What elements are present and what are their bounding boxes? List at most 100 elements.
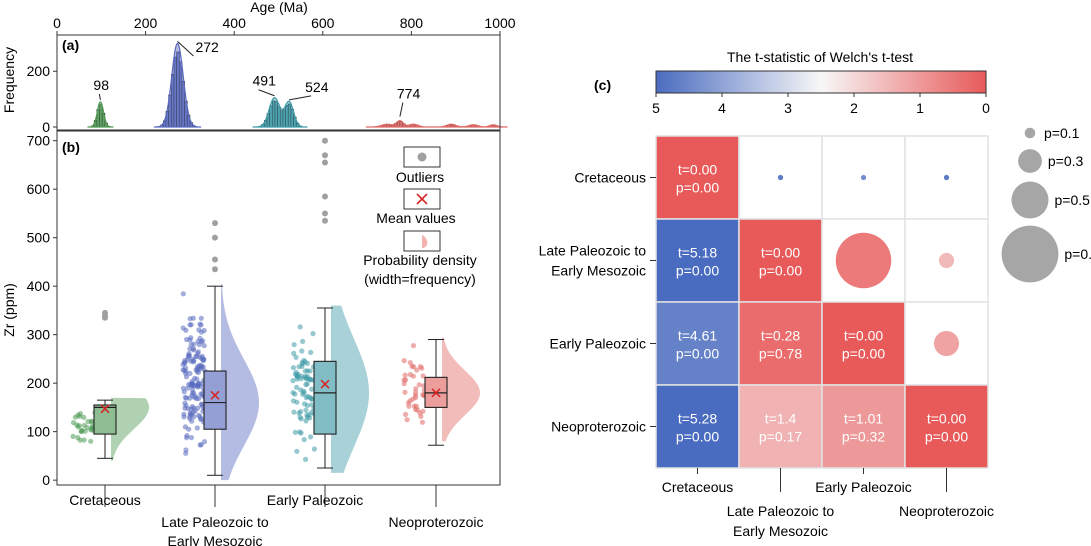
data-point [183, 447, 189, 453]
density-violin [111, 397, 149, 461]
col-label-line: Early Mesozoic [733, 523, 828, 539]
cell-p-prefix: p= [759, 429, 775, 445]
cell-t-prefix: t= [678, 162, 690, 178]
category-label-line: Neoproterozoic [389, 514, 484, 530]
col-label: Early Paleozoic [815, 479, 912, 495]
data-point [199, 355, 205, 362]
group-early_paleozoic [290, 137, 369, 473]
data-point [198, 416, 204, 422]
cell-t-value: t=0.00 [761, 245, 801, 261]
data-point [304, 412, 310, 418]
heatmap-cell [738, 384, 823, 469]
legend-outliers-label: Outliers [396, 169, 444, 185]
mean-marker [431, 388, 441, 398]
data-point [412, 395, 419, 401]
data-point [290, 398, 297, 404]
data-point [303, 376, 310, 382]
peak-label: 272 [195, 39, 219, 55]
heatmap-cell [821, 384, 906, 469]
row-label: Cretaceous [574, 170, 646, 186]
data-point [196, 327, 202, 333]
density-violin [331, 305, 369, 473]
peak-label: 491 [253, 73, 277, 89]
data-point [410, 343, 417, 349]
size-legend-label: p=0.3 [1048, 153, 1084, 169]
data-point [303, 395, 309, 401]
panel-b-legend: Outliers Mean values Probability density… [363, 146, 477, 287]
data-point [184, 336, 190, 343]
cell-t-number: 1.01 [856, 411, 883, 427]
data-point [401, 381, 407, 387]
category-label: Cretaceous [69, 492, 141, 508]
p-value-circle [933, 330, 960, 357]
data-point [310, 331, 316, 337]
cell-t-value: t=1.01 [844, 411, 884, 427]
cell-p-value: p=0.00 [925, 429, 968, 445]
heatmap-cell [738, 218, 823, 303]
data-point [70, 420, 77, 426]
cell-p-prefix: p= [676, 180, 692, 196]
legend-mean-label: Mean values [376, 210, 455, 226]
data-point [420, 408, 426, 414]
data-point [293, 354, 299, 360]
data-point [290, 378, 296, 384]
outlier-point [102, 309, 108, 316]
group-neoproterozoic [401, 337, 480, 446]
y-tick-label: 300 [27, 327, 51, 343]
cell-t-prefix: t= [927, 411, 939, 427]
data-point [72, 414, 78, 420]
data-point [308, 377, 314, 383]
data-point [189, 404, 195, 410]
peak-leader-line [289, 95, 312, 101]
x-tick-label: 600 [311, 15, 335, 31]
y-tick-label: 700 [27, 133, 51, 149]
colorbar-tick-label: 4 [718, 100, 726, 116]
colorbar [655, 70, 987, 94]
data-point [292, 429, 298, 435]
outlier-point [212, 234, 218, 241]
data-point [198, 442, 204, 448]
data-point [297, 409, 304, 415]
cell-t-value: t=0.00 [678, 162, 718, 178]
cell-t-number: 1.4 [777, 411, 797, 427]
cell-p-number: 0.00 [692, 429, 719, 445]
data-point [188, 335, 194, 341]
data-point [420, 373, 426, 379]
col-label-line: Neoproterozoic [899, 503, 994, 519]
colorbar-tick-label: 3 [784, 100, 792, 116]
outlier-point [212, 220, 218, 227]
data-point [85, 418, 91, 425]
data-point [198, 401, 204, 407]
data-point [194, 425, 200, 431]
peak-leader-line [258, 89, 275, 97]
data-point [292, 391, 298, 397]
data-point [303, 382, 309, 388]
y-tick-label: 600 [27, 181, 51, 197]
data-point [195, 350, 201, 356]
cell-p-number: 0.00 [692, 346, 719, 362]
colorbar-tick-label: 1 [916, 100, 924, 116]
cell-t-number: 0.00 [939, 411, 966, 427]
outlier-point [322, 210, 328, 217]
cell-t-number: 0.28 [773, 328, 800, 344]
data-point [294, 384, 300, 390]
size-legend-circle [1024, 127, 1036, 139]
panel-b-label: (b) [62, 139, 80, 155]
cell-t-value: t=1.4 [765, 411, 797, 427]
y-tick-label: 200 [27, 63, 51, 79]
data-point [191, 341, 197, 347]
data-point [187, 316, 193, 322]
data-point [194, 376, 200, 382]
cell-t-value: t=5.18 [678, 245, 718, 261]
cell-p-number: 0.00 [692, 263, 719, 279]
data-point [402, 411, 409, 417]
cell-p-prefix: p= [759, 346, 775, 362]
data-point [404, 417, 410, 423]
data-point [407, 398, 413, 404]
density-curve-early_paleozoic [252, 97, 308, 128]
heatmap-cell [738, 301, 823, 386]
data-point [309, 409, 315, 415]
data-point [193, 367, 199, 373]
data-point [81, 437, 87, 443]
